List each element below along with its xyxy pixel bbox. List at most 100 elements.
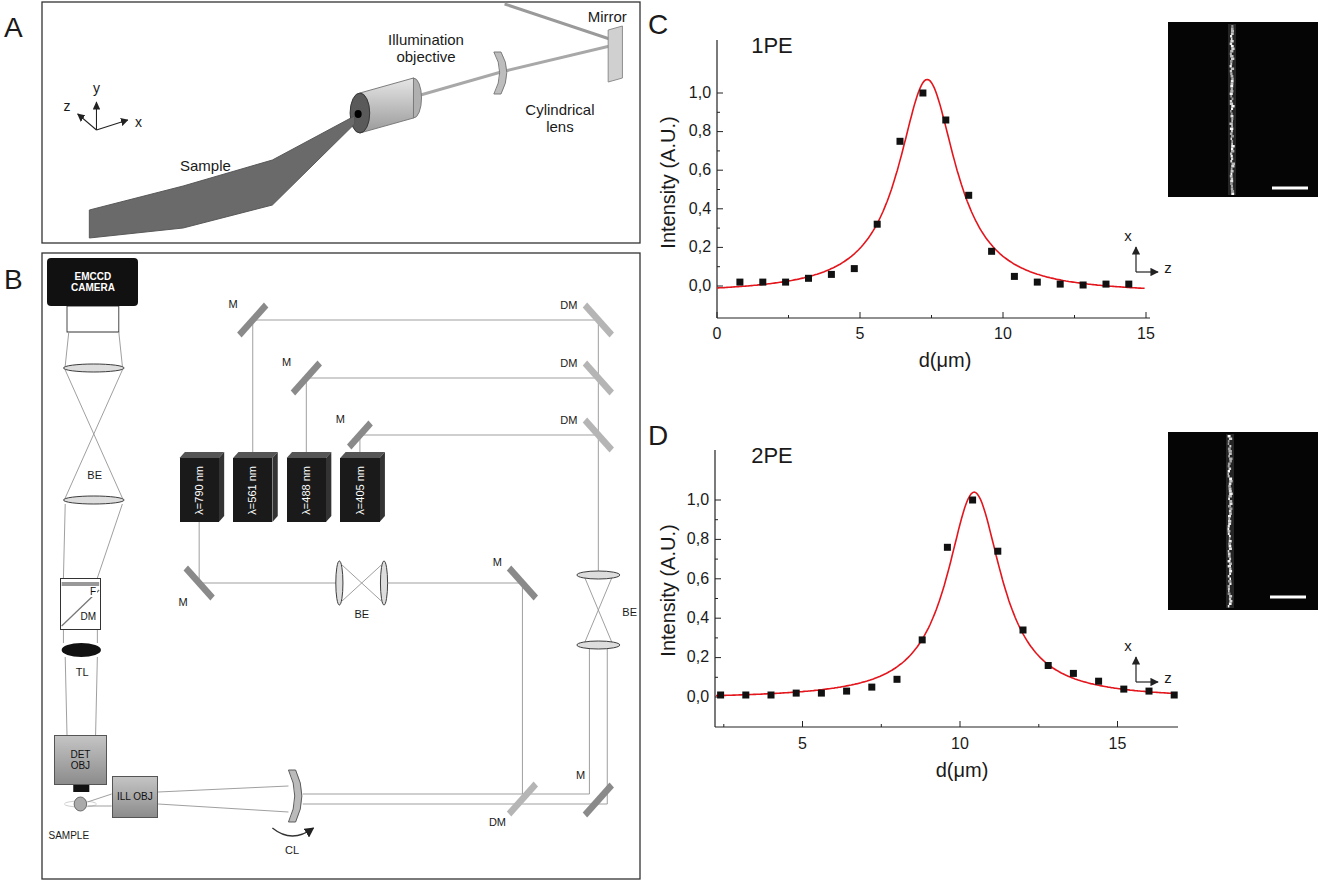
component-label: DM (560, 299, 577, 312)
beam-line (158, 804, 288, 812)
tick-label: 15 (1109, 735, 1127, 753)
light-sheet-speckle (1231, 155, 1233, 158)
light-sheet-speckle (1231, 83, 1234, 86)
inset-axis-arrow (1136, 681, 1158, 682)
node-text: DM (79, 611, 97, 622)
axis-tick (715, 559, 718, 560)
light-sheet-speckle (1230, 35, 1232, 38)
axis-tick (717, 266, 720, 267)
mirror-plate (608, 26, 622, 82)
light-sheet-speckle (1231, 118, 1233, 121)
light-sheet-speckle (1229, 478, 1232, 481)
light-sheet-speckle (1231, 165, 1234, 168)
data-point (1045, 662, 1052, 669)
light-sheet-speckle (1231, 125, 1233, 128)
data-point (919, 636, 926, 643)
light-sheet-speckle (1231, 168, 1233, 171)
mirror (186, 568, 213, 598)
light-sheet-speckle (1229, 558, 1231, 561)
tick-label: 1,0 (687, 491, 709, 509)
light-sheet-speckle (1229, 458, 1232, 461)
light-sheet-speckle (1229, 445, 1231, 448)
node-text: λ=790 nm (193, 466, 206, 515)
light-sheet-speckle (1231, 105, 1234, 108)
component-label: SAMPLE (49, 830, 90, 842)
light-sheet-speckle (1229, 545, 1232, 548)
filter-dichroic-box: F DM (60, 578, 101, 630)
panel-frame (42, 2, 640, 243)
part-label: Mirror (588, 8, 627, 25)
dichroic-mirror (585, 420, 612, 450)
node-text: λ=488 nm (300, 466, 313, 515)
axis-tick (715, 500, 721, 501)
laser-side-face (272, 452, 277, 522)
dichroic-mirror (585, 363, 612, 393)
light-sheet-speckle (1231, 140, 1233, 143)
data-point (1120, 686, 1127, 693)
light-sheet-speckle (1231, 68, 1234, 71)
light-sheet-speckle (1229, 483, 1232, 486)
light-sheet-speckle (1229, 570, 1232, 573)
beam-line (303, 648, 608, 804)
axis-tick (717, 112, 720, 113)
tick-label: 0,0 (689, 277, 711, 295)
light-sheet-speckle (1228, 528, 1230, 531)
light-sheet-speckle (1229, 563, 1232, 566)
light-sheet-speckle (1231, 148, 1233, 151)
light-sheet-speckle (1231, 113, 1233, 116)
mirror (509, 568, 536, 598)
node-text: λ=561 nm (246, 466, 259, 515)
camera-box: EMCCD CAMERA (47, 258, 138, 306)
light-sheet-speckle (1229, 600, 1232, 603)
panel-letter: B (4, 264, 23, 296)
node-text: F (89, 586, 97, 597)
light-sheet-speckle (1228, 543, 1231, 546)
axis-tick (717, 208, 723, 209)
light-sheet-speckle (1231, 150, 1234, 153)
data-point (768, 692, 775, 699)
fit-curve (717, 80, 1145, 289)
light-sheet-speckle (1231, 178, 1234, 181)
node-text: DET OBJ (70, 749, 90, 772)
light-sheet-speckle (1229, 568, 1231, 571)
mirror (239, 305, 266, 335)
component-label: M (493, 556, 502, 569)
light-sheet-speckle (1228, 520, 1231, 523)
beam-line (598, 320, 599, 571)
light-sheet-speckle (1228, 580, 1231, 583)
light-sheet-speckle (1230, 123, 1233, 126)
tick-label: 10 (994, 325, 1012, 343)
laser-box: λ=488 nm (287, 458, 326, 522)
light-sheet-speckle (1228, 443, 1230, 446)
tick-label: 0,8 (687, 530, 709, 548)
data-point (843, 688, 850, 695)
data-point (717, 692, 724, 699)
axis-tick (715, 519, 718, 520)
light-sheet-speckle (1228, 553, 1231, 556)
light-sheet-speckle (1229, 578, 1231, 581)
axis-tick (881, 724, 882, 727)
lens (63, 496, 124, 504)
inset-image (1168, 22, 1318, 197)
axis-tick (931, 315, 932, 318)
axis-name: z (1164, 259, 1172, 276)
mirror (349, 423, 370, 447)
data-point (1103, 281, 1110, 288)
objective-tip (73, 785, 89, 792)
light-sheet-speckle (1229, 548, 1232, 551)
beam-line (63, 504, 65, 578)
beam-line (88, 794, 112, 802)
panel-frame (42, 253, 640, 879)
fit-curve (716, 492, 1176, 695)
light-sheet-speckle (1230, 43, 1233, 46)
light-sheet-speckle (1231, 28, 1234, 31)
beam-line (65, 332, 69, 366)
data-point (942, 117, 949, 124)
node-text: ILL OBJ (117, 791, 153, 803)
axis-tick (717, 170, 723, 171)
data-point (1020, 627, 1027, 634)
part-label: Sample (180, 157, 231, 174)
data-point (1146, 688, 1153, 695)
light-sheet-speckle (1231, 38, 1233, 41)
light-sheet-speckle (1228, 533, 1230, 536)
